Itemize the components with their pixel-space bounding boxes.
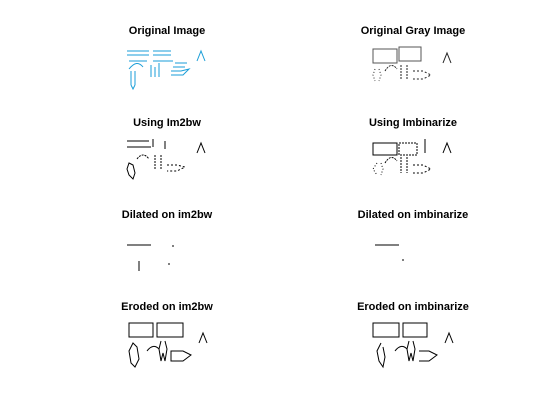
panel-title: Dilated on imbinarize (357, 209, 469, 221)
image-eroded-imbinarize (372, 322, 454, 369)
image-imbinarize (372, 139, 452, 176)
image-gray (372, 46, 452, 82)
panel-title: Eroded on im2bw (121, 301, 213, 313)
panel-original-image: Original Image (67, 25, 267, 109)
panel-using-imbinarize: Using Imbinarize (313, 117, 513, 201)
panel-title: Using Imbinarize (368, 117, 458, 129)
panel-eroded-on-imbinarize: Eroded on imbinarize (313, 301, 513, 385)
panel-title: Dilated on im2bw (121, 209, 213, 221)
panel-using-im2bw: Using Im2bw (67, 117, 267, 201)
image-original (127, 49, 206, 91)
image-im2bw (126, 139, 206, 180)
panel-dilated-on-imbinarize: Dilated on imbinarize (313, 209, 513, 293)
panel-dilated-on-im2bw: Dilated on im2bw (67, 209, 267, 293)
image-eroded-im2bw (128, 322, 208, 368)
panel-original-gray-image: Original Gray Image (313, 25, 513, 109)
image-dilated-imbinarize (375, 244, 404, 261)
panel-eroded-on-im2bw: Eroded on im2bw (67, 301, 267, 385)
panel-title: Original Image (128, 25, 206, 37)
panel-title: Original Gray Image (360, 25, 466, 37)
image-dilated-im2bw (127, 244, 174, 271)
panel-title: Eroded on imbinarize (357, 301, 469, 313)
panel-title: Using Im2bw (133, 117, 201, 129)
